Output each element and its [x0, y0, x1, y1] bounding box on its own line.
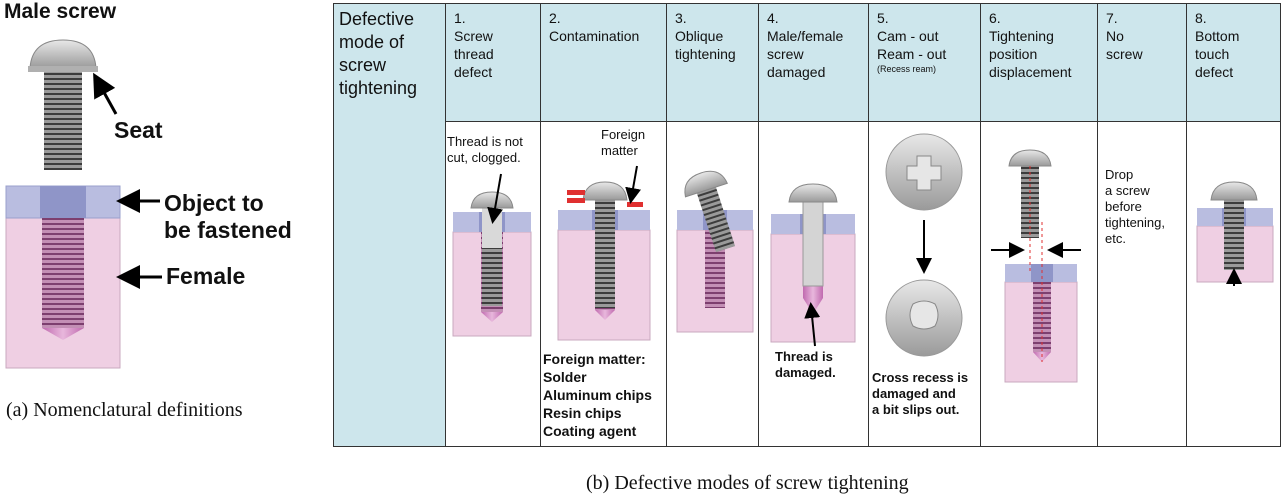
col-label: Screw thread defect	[454, 28, 494, 80]
col-header-2: 2. Contamination	[540, 3, 666, 121]
male-screw-shank	[44, 70, 82, 170]
table-border	[333, 3, 1281, 447]
col-num: 3.	[675, 10, 687, 26]
nomenclature-diagram	[5, 39, 162, 369]
col-divider	[868, 3, 869, 447]
seat-arrow	[93, 72, 118, 115]
caption-a: (a) Nomenclatural definitions	[6, 399, 243, 421]
illus-thread-defect	[452, 173, 532, 337]
col-num: 6.	[989, 10, 1001, 26]
illus-oblique	[676, 170, 754, 333]
illus-displacement	[991, 149, 1081, 383]
col-num: 4.	[767, 10, 779, 26]
female-thread	[42, 218, 84, 328]
col-header-6: 6. Tightening position displacement	[980, 3, 1097, 121]
col-label: Contamination	[549, 28, 640, 44]
label-seat: Seat	[114, 117, 163, 143]
female-tip	[42, 328, 84, 340]
illus-contamination	[557, 165, 651, 341]
left-title: Male screw	[4, 0, 117, 23]
col-label: Oblique tightening	[675, 28, 736, 62]
col-divider	[1186, 3, 1187, 447]
col-divider	[980, 3, 981, 447]
screw-seat	[28, 66, 98, 72]
row-header: Defective mode of screw tightening	[333, 3, 445, 447]
label-female: Female	[166, 263, 246, 289]
illus-bottom-touch	[1196, 181, 1274, 286]
note-foreign-label: Foreign matter	[601, 127, 646, 158]
col-num: 2.	[549, 10, 561, 26]
male-screw-head	[29, 39, 97, 69]
col-sublabel: (Recess ream)	[877, 64, 937, 74]
col-num: 7.	[1106, 10, 1118, 26]
illus-camout	[885, 133, 963, 357]
col-label: Bottom touch defect	[1195, 28, 1240, 80]
note-drop-screw: Drop a screw before tightening, etc.	[1105, 167, 1165, 246]
header-divider	[445, 121, 1281, 122]
col-divider	[666, 3, 667, 447]
note-thread-defect: Thread is not cut, clogged.	[447, 134, 523, 165]
illus-damaged	[770, 183, 856, 347]
plate-hole	[40, 186, 86, 218]
col-num: 5.	[877, 10, 889, 26]
defect-table: Defective mode of screw tightening 1. Sc…	[333, 3, 1281, 447]
col-label: No screw	[1106, 28, 1143, 62]
col-divider	[1097, 3, 1098, 447]
col-divider	[540, 3, 541, 447]
note-foreign-list: Foreign matter: Solder Aluminum chips Re…	[543, 351, 652, 439]
col-label: Male/female screw damaged	[767, 28, 844, 80]
col-label: Cam - out Ream - out	[877, 28, 947, 62]
col-label: Tightening position displacement	[989, 28, 1072, 80]
label-object-to-be-fastened: Object to be fastened	[164, 190, 292, 243]
col-header-4: 4. Male/female screw damaged	[758, 3, 868, 121]
col-num: 8.	[1195, 10, 1207, 26]
col-header-8: 8. Bottom touch defect	[1186, 3, 1281, 121]
caption-b: (b) Defective modes of screw tightening	[586, 472, 909, 494]
col-num: 1.	[454, 10, 466, 26]
col-header-3: 3. Oblique tightening	[666, 3, 758, 121]
col-header-7: 7. No screw	[1097, 3, 1186, 121]
note-cross-recess: Cross recess is damaged and a bit slips …	[872, 370, 969, 417]
col-divider	[445, 3, 446, 447]
col-divider	[758, 3, 759, 447]
note-thread-damaged: Thread is damaged.	[775, 349, 836, 380]
col-header-1: 1. Screw thread defect	[445, 3, 540, 121]
defect-illustrations	[452, 133, 1274, 383]
col-header-5: 5. Cam - out Ream - out (Recess ream)	[868, 3, 980, 121]
